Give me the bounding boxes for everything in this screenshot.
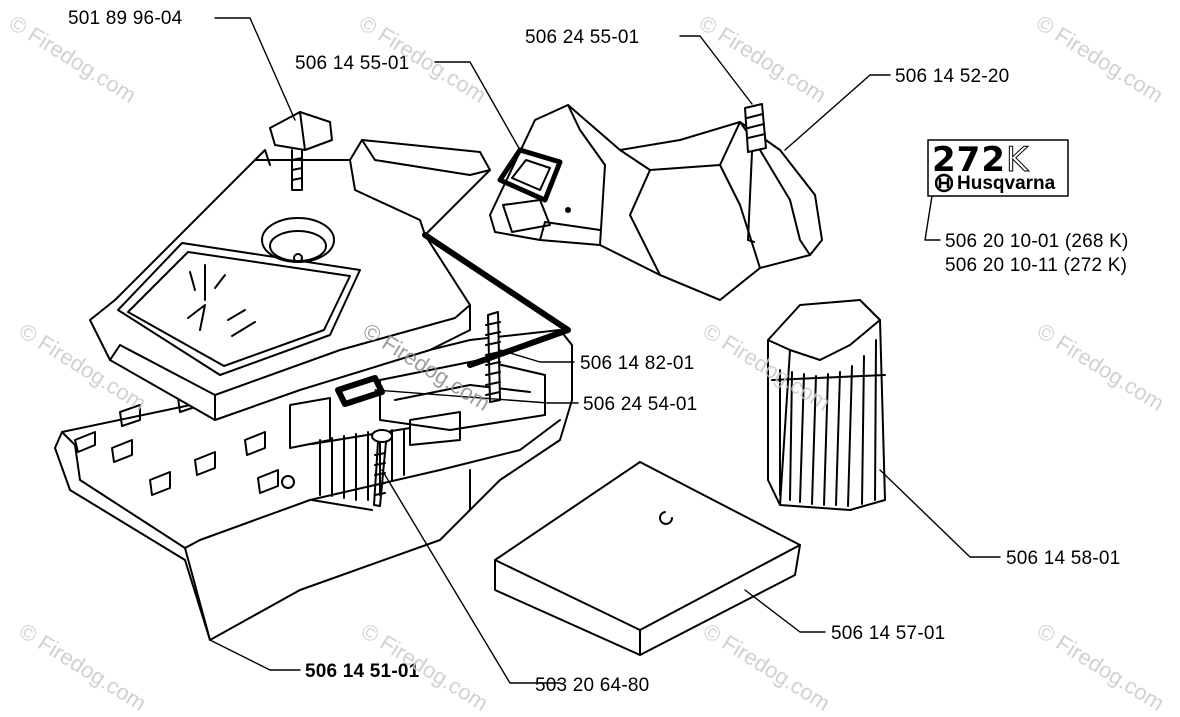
logo-brand-text: Husqvarna xyxy=(957,173,1056,194)
part-label-gasket-small: 506 24 54-01 xyxy=(583,394,698,415)
leader-lines xyxy=(209,17,1001,684)
air-filter-part xyxy=(767,299,886,511)
part-label-filter-nipple: 506 24 55-01 xyxy=(525,27,640,48)
part-label-knob: 501 89 96-04 xyxy=(68,8,183,29)
husqvarna-crown-icon xyxy=(935,173,953,193)
part-label-base-housing: 506 14 51-01 xyxy=(305,661,420,682)
filter-pad-part xyxy=(494,461,801,656)
carburetor-cover-part xyxy=(489,103,823,301)
part-label-air-filter: 506 14 58-01 xyxy=(1006,548,1121,569)
part-label-sticker-272k: 506 20 10-11 (272 K) xyxy=(945,255,1128,276)
top-cover-part xyxy=(89,139,491,421)
part-label-sticker-268k: 506 20 10-01 (268 K) xyxy=(945,231,1129,252)
knob-screw-part xyxy=(269,111,333,191)
husqvarna-272k-logo: 272K Husqvarna xyxy=(925,140,1067,198)
part-label-seal-strip: 506 14 82-01 xyxy=(580,353,695,374)
part-label-front-screw: 503 20 64-80 xyxy=(535,675,650,696)
part-label-gasket-frame: 506 14 55-01 xyxy=(295,53,410,74)
front-screw-part xyxy=(371,429,393,507)
part-label-filter-pad: 506 14 57-01 xyxy=(831,623,946,644)
gasket-small-part xyxy=(335,375,385,407)
logo-sticker-frame xyxy=(927,139,1069,197)
part-label-carburetor-cover: 506 14 52-20 xyxy=(895,66,1010,87)
seal-strip-part xyxy=(422,232,571,368)
logo-model-text: 272K xyxy=(932,140,1030,181)
gasket-frame-part xyxy=(497,147,563,233)
